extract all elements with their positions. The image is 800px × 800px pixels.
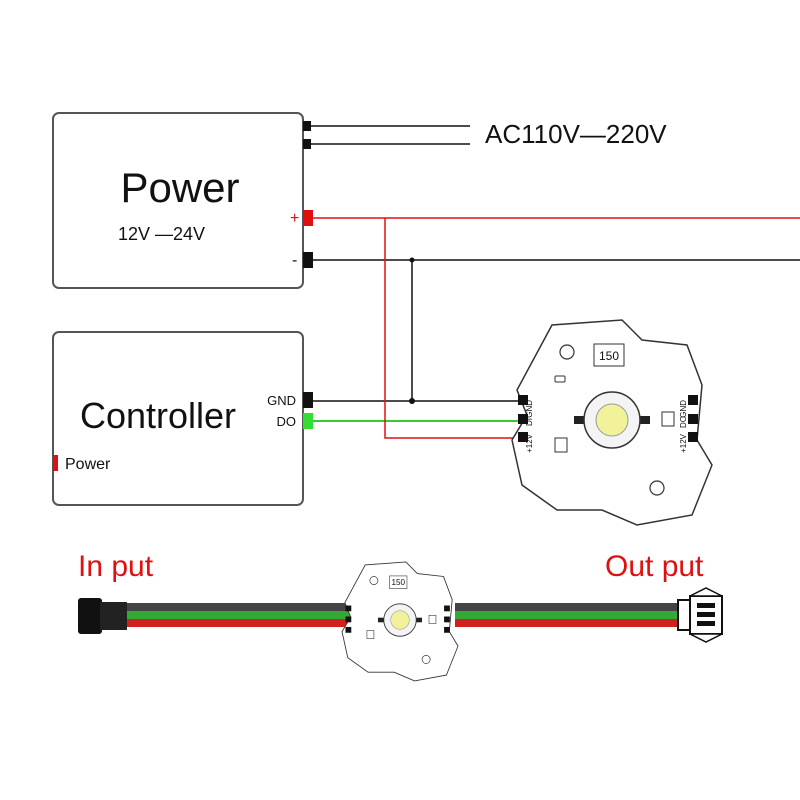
pad-di-in	[345, 616, 352, 623]
cable-wire-black	[125, 603, 350, 611]
controller-do-label: DO	[277, 414, 297, 429]
pad-do-out	[444, 616, 450, 623]
module-number-box	[389, 575, 408, 589]
output-label: Out put	[605, 550, 704, 583]
pad-di-in	[518, 414, 528, 424]
mount-hole	[649, 480, 665, 496]
power-plus-terminal	[303, 210, 313, 226]
mount-hole	[369, 576, 379, 585]
led-lead	[640, 416, 650, 424]
power-title: Power	[120, 164, 239, 211]
positive-tap-wire	[384, 218, 520, 439]
power-minus-terminal	[303, 252, 313, 268]
minus-sign: -	[292, 252, 297, 269]
junction-dot	[409, 257, 415, 263]
ac-terminal-2	[303, 139, 311, 149]
plus-sign: +	[290, 210, 299, 227]
controller-power-label: Power	[65, 456, 111, 473]
pad-12v-out	[688, 432, 698, 442]
led-module-small: 150	[341, 561, 459, 682]
controller-power-indicator	[53, 455, 58, 471]
input-label: In put	[78, 550, 154, 583]
pin-label-gnd: GND	[525, 400, 534, 418]
ic-chip	[366, 630, 375, 639]
mount-hole	[421, 655, 431, 664]
pad-gnd-in	[518, 395, 528, 405]
input-connector	[78, 598, 127, 634]
led-lead	[377, 617, 384, 623]
ac-voltage-label: AC110V—220V	[485, 119, 667, 149]
cable-wire-green	[125, 611, 350, 619]
ic-chip	[554, 437, 568, 453]
led-lead	[416, 617, 423, 623]
cable-wire-green	[455, 611, 680, 619]
controller-gnd-label: GND	[267, 393, 296, 408]
module-number: 150	[391, 578, 405, 587]
led-lens	[595, 403, 629, 437]
pad-12v-out	[444, 626, 450, 633]
pin-label-12v-out: +12V	[679, 433, 688, 453]
module-number: 150	[599, 349, 619, 363]
cable-wire-black	[455, 603, 680, 611]
pad-12v-in	[345, 626, 352, 633]
output-connector	[677, 587, 723, 643]
cable-wire-red	[455, 619, 680, 627]
pin-label-gnd-out: GND	[679, 400, 688, 418]
pad-12v-in	[518, 432, 528, 442]
power-voltage-label: 12V —24V	[118, 224, 205, 244]
pad-do-out	[688, 414, 698, 424]
led-module-large: 150 GND DI +12V GND DO +12V	[511, 319, 713, 526]
ac-terminal-1	[303, 121, 311, 131]
controller-do-terminal	[303, 413, 313, 429]
pin-label-do: DO	[679, 416, 688, 428]
cable-wire-red	[125, 619, 350, 627]
smd-resistor	[554, 375, 566, 383]
ic-chip	[661, 411, 675, 427]
pin-label-di: DI	[525, 418, 534, 426]
controller-title: Controller	[80, 395, 236, 436]
pad-gnd-out	[444, 605, 450, 612]
ic-chip	[428, 615, 437, 624]
power-box	[52, 112, 304, 289]
pad-gnd-in	[345, 605, 352, 612]
controller-gnd-terminal	[303, 392, 313, 408]
pad-gnd-out	[688, 395, 698, 405]
led-lens	[390, 610, 410, 630]
module-number-box	[593, 343, 625, 367]
pin-label-12v: +12V	[525, 433, 534, 453]
mount-hole	[559, 344, 575, 360]
led-lead	[574, 416, 584, 424]
junction-dot	[409, 398, 415, 404]
